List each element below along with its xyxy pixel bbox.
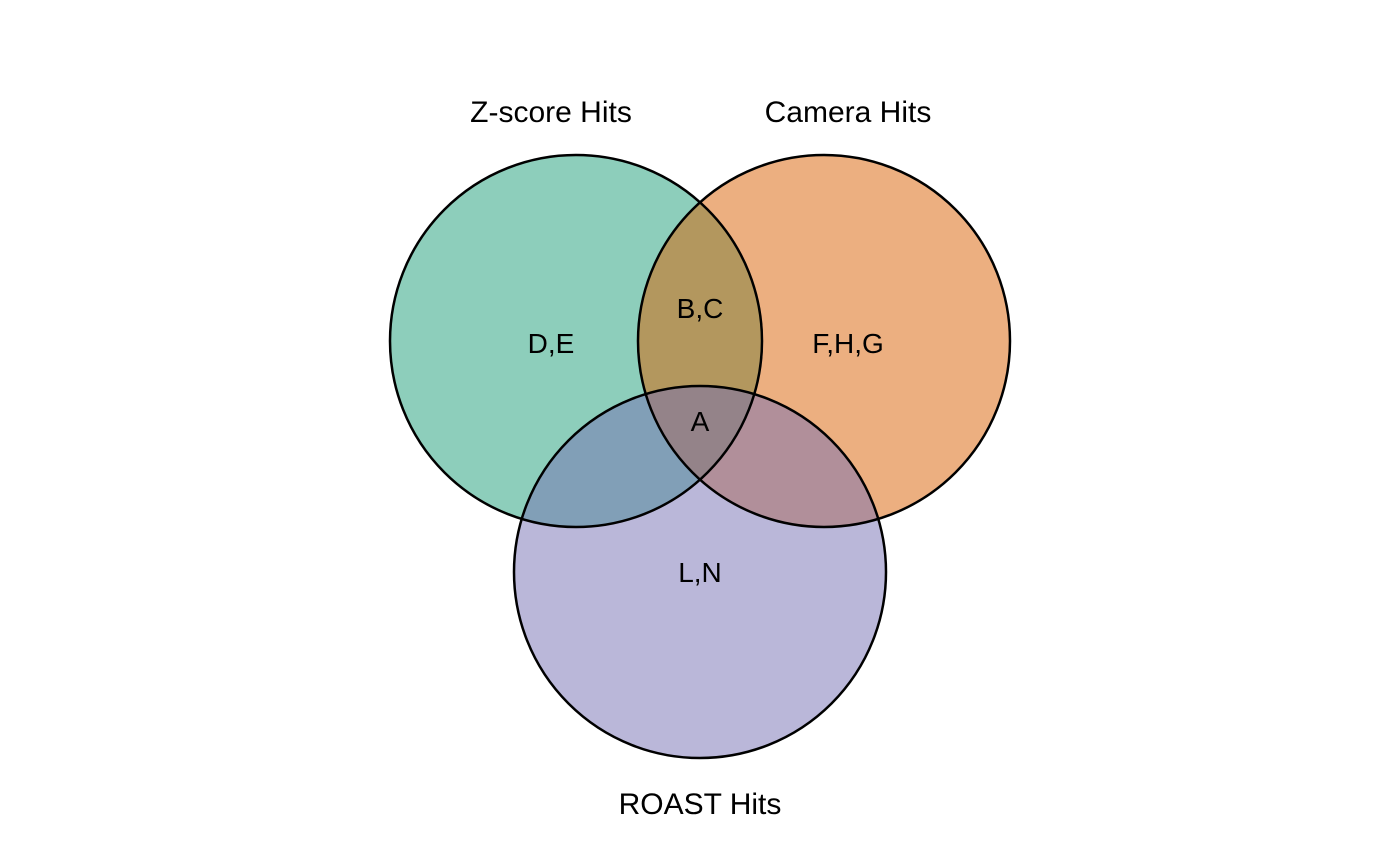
camera-circle-outline	[636, 153, 1012, 529]
zscore-set-label: Z-score Hits	[470, 96, 632, 129]
region-label-camera-only: F,H,G	[812, 328, 884, 359]
region-label-zscore-camera: B,C	[677, 293, 724, 324]
roast-circle-fill	[514, 386, 886, 758]
region-label-all-three: A	[691, 406, 710, 437]
roast-set-label: ROAST Hits	[619, 788, 782, 821]
zscore-circle-outline	[388, 153, 764, 529]
roast-circle-outline	[512, 384, 888, 760]
camera-set-label: Camera Hits	[765, 96, 932, 129]
region-label-roast-only: L,N	[678, 557, 722, 588]
region-label-zscore-only: D,E	[528, 328, 575, 359]
